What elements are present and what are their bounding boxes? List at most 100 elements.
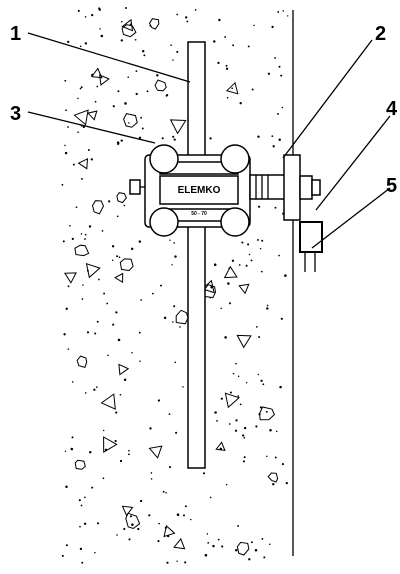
concrete-dot bbox=[213, 263, 217, 266]
concrete-triangle bbox=[85, 262, 101, 279]
concrete-dot bbox=[106, 302, 109, 305]
callout-3: 3 bbox=[10, 103, 21, 125]
concrete-dot bbox=[77, 97, 79, 100]
concrete-pebble bbox=[76, 355, 88, 369]
concrete-pebble bbox=[267, 472, 279, 483]
concrete-dot bbox=[131, 351, 133, 354]
concrete-dot bbox=[271, 25, 274, 29]
concrete-dot bbox=[140, 299, 142, 301]
concrete-dot bbox=[234, 429, 238, 432]
concrete-dot bbox=[179, 326, 181, 328]
concrete-dot bbox=[259, 406, 262, 409]
concrete-dot bbox=[86, 331, 90, 334]
concrete-triangle bbox=[163, 524, 176, 538]
concrete-dot bbox=[128, 449, 130, 452]
concrete-dot bbox=[61, 554, 64, 557]
concrete-dot bbox=[149, 427, 152, 430]
concrete-dot bbox=[98, 8, 102, 11]
concrete-dot bbox=[234, 548, 238, 552]
concrete-dot bbox=[138, 331, 141, 334]
concrete-dot bbox=[172, 321, 174, 323]
concrete-dot bbox=[213, 40, 216, 43]
concrete-dot bbox=[166, 561, 169, 564]
concrete-dot bbox=[184, 561, 187, 564]
concrete-dot bbox=[67, 285, 70, 288]
concrete-dot bbox=[171, 264, 173, 266]
concrete-dot bbox=[75, 206, 78, 209]
concrete-dot bbox=[281, 106, 284, 109]
concrete-dot bbox=[280, 74, 283, 77]
concrete-dot bbox=[71, 436, 74, 439]
concrete-dot bbox=[237, 395, 240, 397]
concrete-dot bbox=[139, 360, 141, 362]
concrete-dot bbox=[118, 256, 121, 259]
leader-line-5 bbox=[311, 187, 391, 249]
concrete-dot bbox=[124, 102, 127, 105]
concrete-dot bbox=[284, 274, 287, 277]
concrete-dot bbox=[102, 477, 105, 480]
concrete-pebble bbox=[154, 79, 167, 92]
concrete-dot bbox=[220, 307, 222, 310]
concrete-dot bbox=[274, 206, 277, 209]
concrete-dot bbox=[117, 338, 121, 342]
concrete-dot bbox=[166, 93, 169, 97]
concrete-dot bbox=[81, 298, 84, 300]
concrete-dot bbox=[280, 317, 283, 320]
clamp-size-label: 50 - 70 bbox=[191, 211, 207, 217]
concrete-dot bbox=[225, 64, 228, 67]
concrete-dot bbox=[169, 239, 171, 241]
concrete-dot bbox=[123, 204, 126, 207]
concrete-dot bbox=[157, 540, 160, 543]
concrete-dot bbox=[79, 45, 82, 48]
concrete-dot bbox=[119, 393, 122, 396]
concrete-triangle bbox=[100, 393, 116, 410]
concrete-dot bbox=[242, 434, 245, 437]
concrete-dot bbox=[65, 544, 68, 547]
concrete-dot bbox=[84, 233, 87, 236]
cable-clip bbox=[299, 221, 323, 253]
concrete-dot bbox=[158, 522, 160, 525]
concrete-dot bbox=[282, 10, 285, 12]
concrete-dot bbox=[94, 100, 97, 103]
concrete-dot bbox=[108, 200, 111, 203]
concrete-dot bbox=[117, 143, 120, 145]
concrete-dot bbox=[173, 242, 176, 244]
concrete-dot bbox=[275, 430, 278, 433]
concrete-dot bbox=[79, 525, 81, 528]
concrete-triangle bbox=[224, 392, 241, 409]
concrete-dot bbox=[84, 496, 86, 499]
concrete-dot bbox=[239, 102, 242, 105]
concrete-dot bbox=[80, 504, 83, 507]
concrete-dot bbox=[100, 34, 104, 38]
concrete-dot bbox=[107, 354, 109, 357]
concrete-triangle bbox=[225, 81, 239, 95]
concrete-dot bbox=[214, 411, 217, 414]
concrete-dot bbox=[90, 158, 93, 161]
concrete-dot bbox=[212, 544, 215, 548]
concrete-triangle bbox=[118, 363, 130, 376]
concrete-dot bbox=[228, 423, 231, 425]
concrete-dot bbox=[165, 492, 167, 494]
concrete-dot bbox=[112, 323, 115, 326]
concrete-dot bbox=[146, 90, 149, 93]
concrete-triangle bbox=[173, 537, 186, 550]
concrete-dot bbox=[141, 49, 145, 53]
concrete-dot bbox=[250, 541, 253, 544]
concrete-dot bbox=[243, 426, 247, 430]
concrete-dot bbox=[125, 7, 128, 9]
concrete-triangle bbox=[103, 436, 118, 453]
concrete-dot bbox=[285, 481, 288, 485]
concrete-dot bbox=[64, 144, 66, 147]
concrete-dot bbox=[168, 413, 171, 415]
concrete-dot bbox=[265, 410, 268, 413]
concrete-dot bbox=[91, 13, 94, 17]
concrete-dot bbox=[96, 386, 98, 388]
concrete-dot bbox=[111, 259, 114, 261]
concrete-dot bbox=[138, 136, 142, 139]
concrete-dot bbox=[232, 372, 235, 375]
concrete-pebble bbox=[123, 113, 138, 128]
concrete-dot bbox=[277, 112, 279, 115]
concrete-dot bbox=[61, 183, 64, 186]
concrete-pebble bbox=[121, 24, 137, 38]
concrete-dot bbox=[123, 378, 127, 382]
